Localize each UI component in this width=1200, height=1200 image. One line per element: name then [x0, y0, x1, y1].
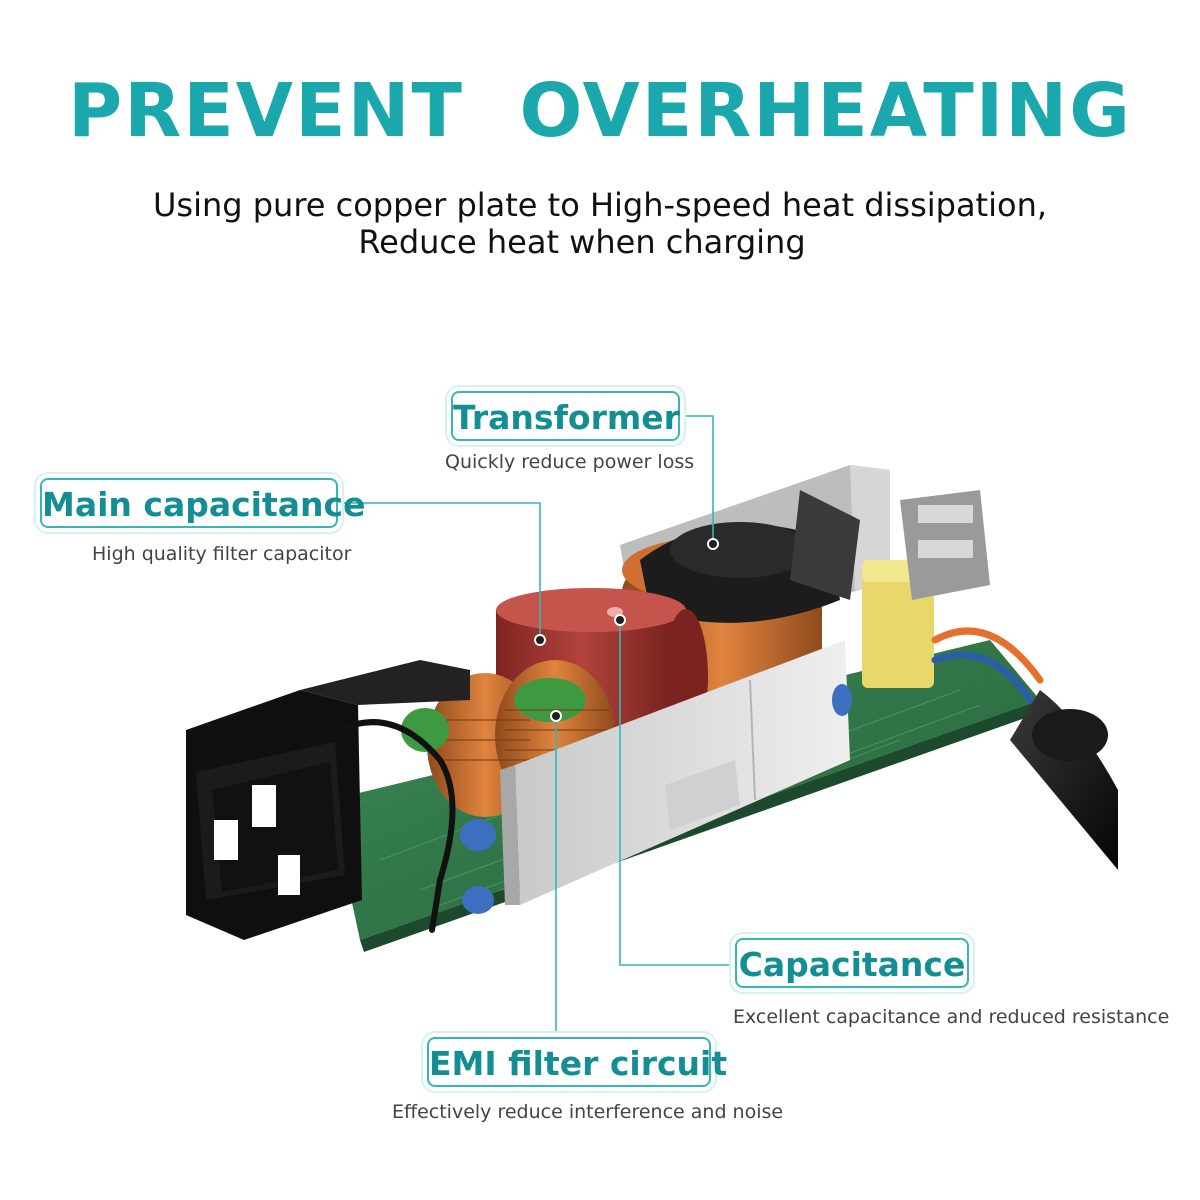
transformer-description: Quickly reduce power loss — [445, 451, 695, 473]
main-capacitance-callout: Main capacitance — [40, 478, 365, 528]
transformer-marker-dot — [707, 538, 719, 550]
output-port — [900, 490, 990, 600]
page-title: PREVENT OVERHEATING — [68, 68, 1132, 154]
subtitle-line-2: Reduce heat when charging — [358, 223, 806, 261]
output-wires — [931, 627, 1044, 704]
capacitance-callout: Capacitance — [735, 938, 969, 988]
transformer-leader-line — [680, 415, 714, 544]
capacitance-marker-dot — [614, 614, 626, 626]
ac-power-inlet — [186, 660, 470, 940]
blue-capacitors — [460, 684, 852, 914]
heat-shield-front — [500, 640, 850, 905]
dc-output-cable — [1010, 690, 1118, 870]
capacitance-description: Excellent capacitance and reduced resist… — [733, 1006, 1170, 1028]
subtitle-line-1: Using pure copper plate to High-speed he… — [152, 186, 1048, 224]
emi-filter-marker-dot — [550, 710, 562, 722]
emi-filter-description: Effectively reduce interference and nois… — [392, 1101, 784, 1123]
main-capacitance-description: High quality filter capacitor — [92, 543, 352, 565]
transformer-callout: Transformer — [451, 391, 680, 441]
main-capacitance-marker-dot — [534, 634, 546, 646]
emi-filter-callout: EMI filter circuit — [427, 1037, 727, 1087]
main-capacitance-leader-line — [338, 502, 541, 640]
input-wire — [327, 719, 456, 933]
capacitance-leader-line — [619, 620, 735, 966]
